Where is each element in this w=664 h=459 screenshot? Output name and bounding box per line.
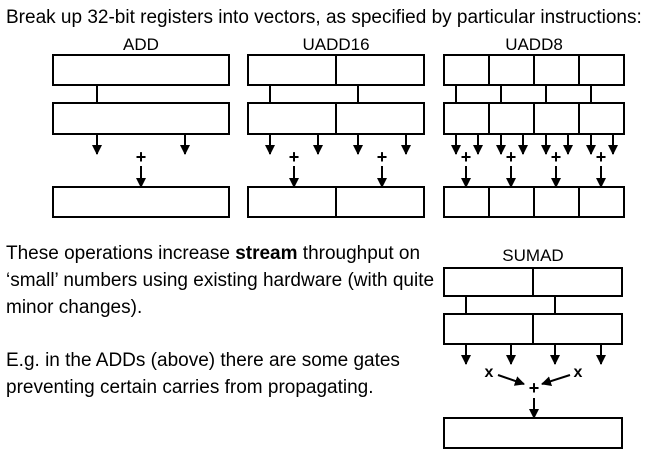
- uadd8-plus-sign: +: [596, 147, 607, 167]
- paragraph-stream: These operations increase stream through…: [6, 240, 436, 321]
- paragraph-carries: E.g. in the ADDs (above) there are some …: [6, 350, 400, 398]
- add-plus-sign: +: [136, 147, 147, 167]
- page-heading: Break up 32-bit registers into vectors, …: [6, 7, 642, 28]
- add-label: ADD: [123, 35, 159, 54]
- sumad-product-arrow: [497, 374, 525, 386]
- uadd8-plus-sign: +: [551, 147, 562, 167]
- add-result-register: [52, 186, 230, 218]
- uadd8-plus-sign: +: [461, 147, 472, 167]
- sumad-multiply-sign: x: [485, 364, 494, 381]
- paragraph-stream-start: These operations increase: [6, 243, 236, 264]
- add-register-a: [52, 54, 230, 86]
- sumad-product-arrow: [541, 374, 571, 387]
- uadd8-plus-sign: +: [506, 147, 517, 167]
- add-register-b: [52, 102, 230, 135]
- paragraph-stream-end: throughput on ‘small’ numbers using exis…: [6, 243, 435, 318]
- uadd16-label: UADD16: [302, 35, 370, 54]
- sumad-result-register: [443, 417, 623, 449]
- sumad-multiply-sign: x: [574, 364, 583, 381]
- uadd16-plus-sign: +: [289, 147, 300, 167]
- sumad-plus-sign: +: [529, 378, 540, 398]
- uadd8-label: UADD8: [505, 35, 563, 54]
- stream-keyword: stream: [235, 243, 298, 264]
- uadd16-plus-sign: +: [377, 147, 388, 167]
- sumad-label: SUMAD: [502, 246, 564, 265]
